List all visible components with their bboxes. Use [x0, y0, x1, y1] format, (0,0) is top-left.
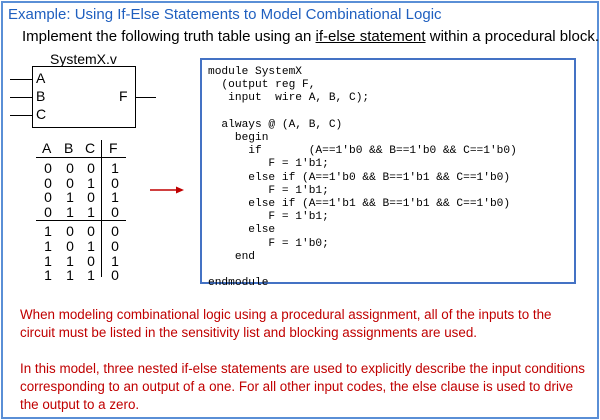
tt-header-b: B [64, 140, 74, 156]
tt-header-c: C [85, 140, 96, 156]
truth-table-header-rule [36, 157, 126, 158]
tt-cell: 0 [111, 238, 119, 254]
subtitle-underlined: if-else statement [315, 28, 426, 45]
arrow-right-icon [150, 186, 184, 194]
tt-cell: 1 [87, 174, 95, 191]
tt-cell: 0 [87, 223, 95, 240]
tt-cell: 0 [66, 223, 74, 240]
tt-cell: 1 [111, 252, 119, 269]
tt-cell: 1 [44, 223, 52, 240]
tt-cell: 1 [87, 238, 95, 254]
subtitle-before: Implement the following truth table usin… [22, 28, 316, 45]
pin-label-c: C [36, 106, 47, 122]
tt-cell: 1 [44, 252, 52, 269]
tt-cell: 1 [87, 267, 95, 284]
tt-cell: 0 [111, 267, 119, 284]
tt-cell: 1 [87, 203, 95, 220]
tt-cell: 0 [66, 160, 74, 176]
slide-title: Example: Using If-Else Statements to Mod… [8, 6, 442, 23]
tt-cell: 0 [44, 160, 52, 176]
tt-cell: 1 [66, 203, 74, 220]
tt-cell: 1 [44, 267, 52, 284]
verilog-code: module SystemX (output reg F, input wire… [208, 66, 517, 290]
note-sensitivity-list: When modeling combinational logic using … [20, 307, 552, 340]
tt-cell: 0 [111, 223, 119, 240]
tt-cell: 0 [87, 160, 95, 176]
code-panel: module SystemX (output reg F, input wire… [200, 58, 576, 289]
module-name-label: SystemX.v [50, 51, 117, 67]
tt-header-a: A [42, 140, 52, 156]
tt-cell: 0 [44, 203, 52, 220]
tt-cell: 0 [111, 203, 119, 220]
slide-subtitle: Implement the following truth table usin… [22, 28, 599, 45]
tt-cell: 1 [66, 189, 74, 206]
subtitle-after: within a procedural block. [425, 28, 599, 45]
note-if-else-explanation: In this model, three nested if-else stat… [20, 361, 585, 412]
tt-cell: 0 [87, 252, 95, 269]
input-wire-b [10, 97, 32, 98]
tt-cell: 0 [66, 238, 74, 254]
tt-cell: 0 [44, 174, 52, 191]
tt-cell: 0 [87, 189, 95, 206]
tt-cell: 1 [66, 252, 74, 269]
tt-cell: 1 [111, 160, 119, 176]
truth-table-divider [101, 140, 102, 277]
tt-cell: 0 [44, 189, 52, 206]
tt-cell: 1 [44, 238, 52, 254]
pin-label-f: F [119, 88, 128, 104]
pin-label-b: B [36, 88, 46, 104]
module-block [32, 66, 136, 128]
tt-cell: 1 [111, 189, 119, 206]
truth-table-group-rule [36, 220, 126, 221]
tt-cell: 1 [66, 267, 74, 284]
tt-cell: 0 [66, 174, 74, 191]
output-wire-f [136, 97, 156, 98]
pin-label-a: A [36, 70, 46, 86]
input-wire-c [10, 115, 32, 116]
tt-cell: 0 [111, 174, 119, 191]
input-wire-a [10, 79, 32, 80]
tt-header-f: F [109, 140, 118, 156]
